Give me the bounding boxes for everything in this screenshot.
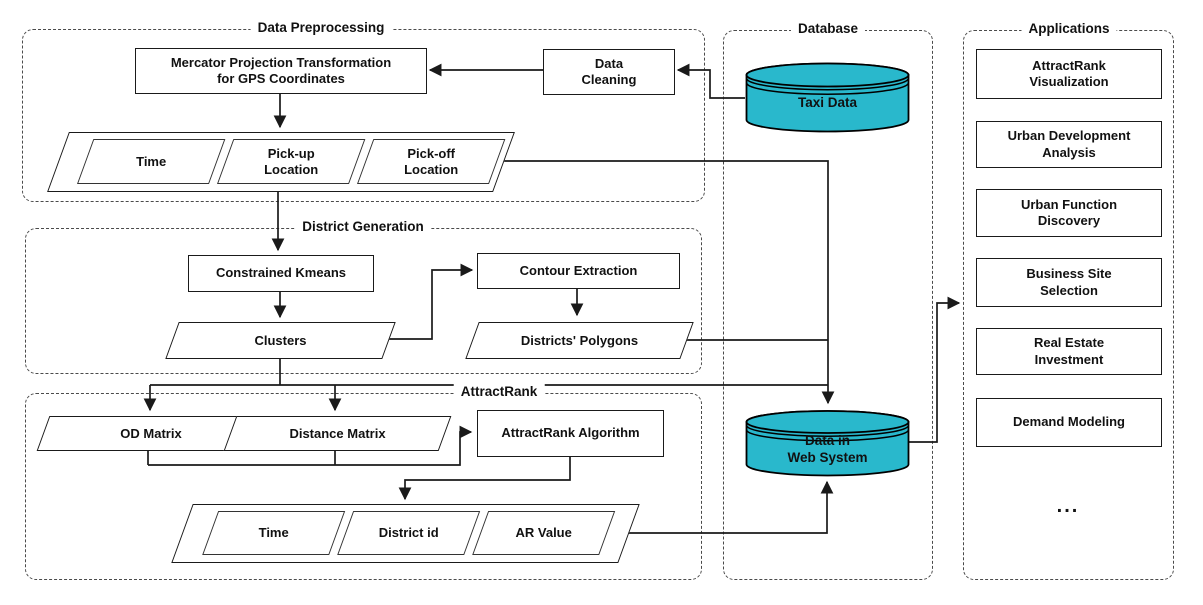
web-system-line1: Data in: [804, 432, 850, 448]
app-1-line1: Urban Development: [1007, 128, 1131, 144]
row2-ar-value-label: AR Value: [515, 525, 572, 541]
taxi-data-cylinder: Taxi Data: [745, 62, 910, 133]
app-0-line2: Visualization: [1029, 74, 1109, 89]
app-2-line2: Discovery: [1037, 213, 1101, 228]
row1-pickup-line2: Location: [264, 161, 319, 177]
app-urban-function-discovery-box: Urban Function Discovery: [976, 189, 1162, 237]
app-urban-development-analysis-box: Urban Development Analysis: [976, 121, 1162, 168]
row1-pickoff-slot: Pick-off Location: [356, 139, 506, 184]
taxi-data-cylinder-shape: [745, 62, 910, 133]
data-cleaning-line2: Cleaning: [581, 72, 637, 87]
panel-attractrank-label: AttractRank: [453, 384, 545, 399]
applications-ellipsis: ...: [1056, 495, 1080, 517]
districts-polygons-parallelogram: Districts' Polygons: [465, 322, 694, 359]
app-real-estate-investment-box: Real Estate Investment: [976, 328, 1162, 375]
arrow-row1-to-webdb: [490, 160, 835, 405]
app-demand-modeling-box: Demand Modeling: [976, 398, 1162, 447]
app-5-line1: Demand Modeling: [1013, 414, 1125, 430]
panel-attractrank: AttractRank: [25, 384, 702, 580]
row1-pickoff-line2: Location: [404, 161, 459, 177]
contour-extraction-box: Contour Extraction: [477, 253, 680, 289]
app-4-line2: Investment: [1034, 351, 1104, 367]
row2-time-slot: Time: [202, 511, 346, 555]
app-2-line1: Urban Function: [1020, 196, 1118, 212]
web-system-cylinder: Data in Web System: [745, 410, 910, 477]
panel-applications: Applications: [963, 21, 1174, 580]
row2-time-label: Time: [258, 525, 289, 541]
arrow-taxi-to-cleaning: [676, 63, 745, 99]
panel-database-label: Database: [790, 21, 866, 36]
app-attractrank-visualization-box: AttractRank Visualization: [976, 49, 1162, 99]
panel-database: Database: [723, 21, 933, 580]
attractrank-algorithm-box: AttractRank Algorithm: [477, 410, 664, 457]
clusters-label: Clusters: [254, 332, 307, 348]
constrained-kmeans-box: Constrained Kmeans: [188, 255, 374, 292]
app-3-line1: Business Site: [1026, 266, 1112, 282]
row1-pickup-slot: Pick-up Location: [216, 139, 366, 184]
arrow-clusters-to-contour: [387, 263, 474, 340]
row2-parallelogram: Time District id AR Value: [171, 504, 640, 563]
web-system-line2: Web System: [787, 449, 868, 465]
panel-district-generation-label: District Generation: [295, 219, 431, 234]
row2-district-id-slot: District id: [337, 511, 481, 555]
row1-time-slot: Time: [76, 139, 226, 184]
row1-time-label: Time: [136, 153, 167, 169]
mercator-line1: Mercator Projection Transformation: [170, 54, 392, 70]
panel-district-generation: District Generation: [25, 219, 702, 374]
contour-extraction-label: Contour Extraction: [519, 262, 638, 278]
arrow-matrices-to-algorithm: [147, 432, 471, 466]
row1-pickup-line1: Pick-up: [267, 145, 315, 161]
row1-pickoff-line1: Pick-off: [407, 145, 456, 161]
row2-district-id-label: District id: [378, 525, 439, 541]
app-business-site-selection-box: Business Site Selection: [976, 258, 1162, 307]
data-cleaning-box: Data Cleaning: [543, 49, 675, 95]
clusters-parallelogram: Clusters: [165, 322, 396, 359]
row1-parallelogram: Time Pick-up Location Pick-off Location: [47, 132, 515, 192]
constrained-kmeans-label: Constrained Kmeans: [215, 265, 347, 281]
districts-polygons-label: Districts' Polygons: [520, 332, 639, 348]
data-cleaning-line1: Data: [594, 55, 624, 71]
app-4-line1: Real Estate: [1033, 335, 1105, 351]
app-0-line1: AttractRank: [1032, 57, 1106, 73]
web-system-cylinder-shape: [745, 410, 910, 477]
distance-matrix-label: Distance Matrix: [289, 425, 386, 441]
line-clusters-bus: [150, 357, 828, 386]
app-1-line2: Analysis: [1042, 144, 1096, 160]
arrow-webdb-to-applications: [908, 296, 961, 443]
od-matrix-label: OD Matrix: [120, 425, 182, 441]
mercator-projection-box: Mercator Projection Transformation for G…: [135, 48, 427, 94]
taxi-data-label: Taxi Data: [797, 95, 858, 111]
panel-data-preprocessing-label: Data Preprocessing: [250, 20, 392, 35]
app-3-line2: Selection: [1040, 282, 1098, 298]
attractrank-algorithm-label: AttractRank Algorithm: [501, 425, 640, 441]
mercator-line2: for GPS Coordinates: [217, 71, 345, 86]
arrow-row2-to-webdb: [603, 480, 834, 534]
arrow-algorithm-to-row2: [398, 455, 571, 501]
distance-matrix-parallelogram: Distance Matrix: [223, 416, 452, 451]
panel-applications-label: Applications: [1021, 21, 1117, 36]
panel-data-preprocessing: Data Preprocessing: [22, 20, 705, 202]
row2-ar-value-slot: AR Value: [472, 511, 616, 555]
